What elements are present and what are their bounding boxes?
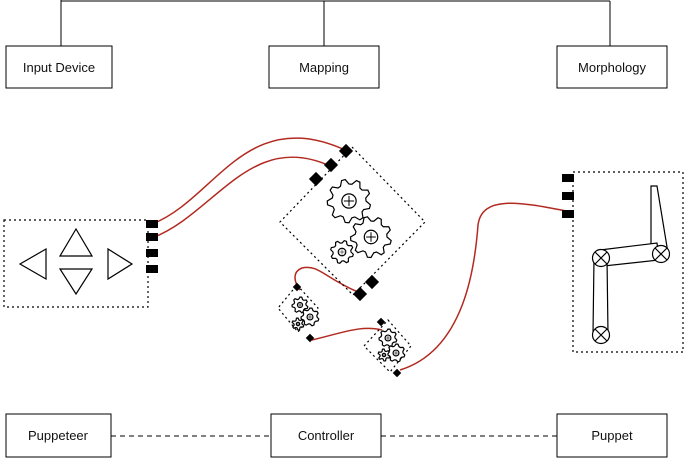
controller-label: Controller xyxy=(298,428,355,443)
arrow-down-icon xyxy=(58,268,94,296)
controller-box: Controller xyxy=(270,413,382,458)
input-device-label: Input Device xyxy=(23,60,95,75)
gear-icon xyxy=(378,328,398,348)
port xyxy=(562,192,574,200)
wire-small-gear-to-second-gear xyxy=(311,327,383,341)
gear-icon xyxy=(326,178,372,224)
input-device-module xyxy=(3,219,158,308)
port xyxy=(308,171,324,187)
gear-icon xyxy=(291,317,305,331)
gear-icon xyxy=(330,240,354,264)
arrow-left-icon xyxy=(18,247,47,281)
port xyxy=(323,157,339,173)
small-gear-module xyxy=(277,282,320,343)
morphology-label: Morphology xyxy=(578,60,646,75)
limb xyxy=(592,257,609,335)
hierarchy-connector xyxy=(60,0,611,46)
morphology-module xyxy=(562,171,684,353)
port xyxy=(146,233,158,241)
port xyxy=(338,143,354,159)
joint-icon xyxy=(591,248,611,268)
port xyxy=(146,265,158,273)
arrow-up-icon xyxy=(58,227,94,257)
port xyxy=(364,274,380,290)
puppeteer-box: Puppeteer xyxy=(5,413,112,458)
joint-icon xyxy=(651,244,671,264)
port xyxy=(562,174,574,182)
second-gear-module xyxy=(363,317,412,378)
wire-mapping-to-small-gear xyxy=(294,266,359,293)
puppet-box: Puppet xyxy=(556,413,668,458)
joint-icon xyxy=(591,325,611,345)
wire-gear-to-puppet xyxy=(399,202,567,371)
port xyxy=(292,282,302,292)
wires xyxy=(151,137,567,371)
port xyxy=(376,317,386,327)
gear-icon xyxy=(377,348,391,362)
port xyxy=(392,368,402,378)
gear-icon xyxy=(386,343,406,363)
port xyxy=(146,249,158,257)
gear-icon xyxy=(300,307,320,327)
port xyxy=(146,220,158,228)
port xyxy=(352,286,368,302)
arrow-right-icon xyxy=(107,247,134,281)
mapping-box: Mapping xyxy=(268,45,380,89)
port xyxy=(562,210,574,218)
gear-icon xyxy=(349,216,392,259)
wire-input-to-mapping-2 xyxy=(151,156,331,239)
port xyxy=(305,333,315,343)
puppeteer-label: Puppeteer xyxy=(28,428,89,443)
mapping-label: Mapping xyxy=(299,60,349,75)
input-device-box: Input Device xyxy=(5,45,113,89)
morphology-box: Morphology xyxy=(556,45,668,89)
mapping-module xyxy=(279,143,426,302)
wire-input-to-mapping-1 xyxy=(151,137,346,225)
puppet-label: Puppet xyxy=(591,428,633,443)
